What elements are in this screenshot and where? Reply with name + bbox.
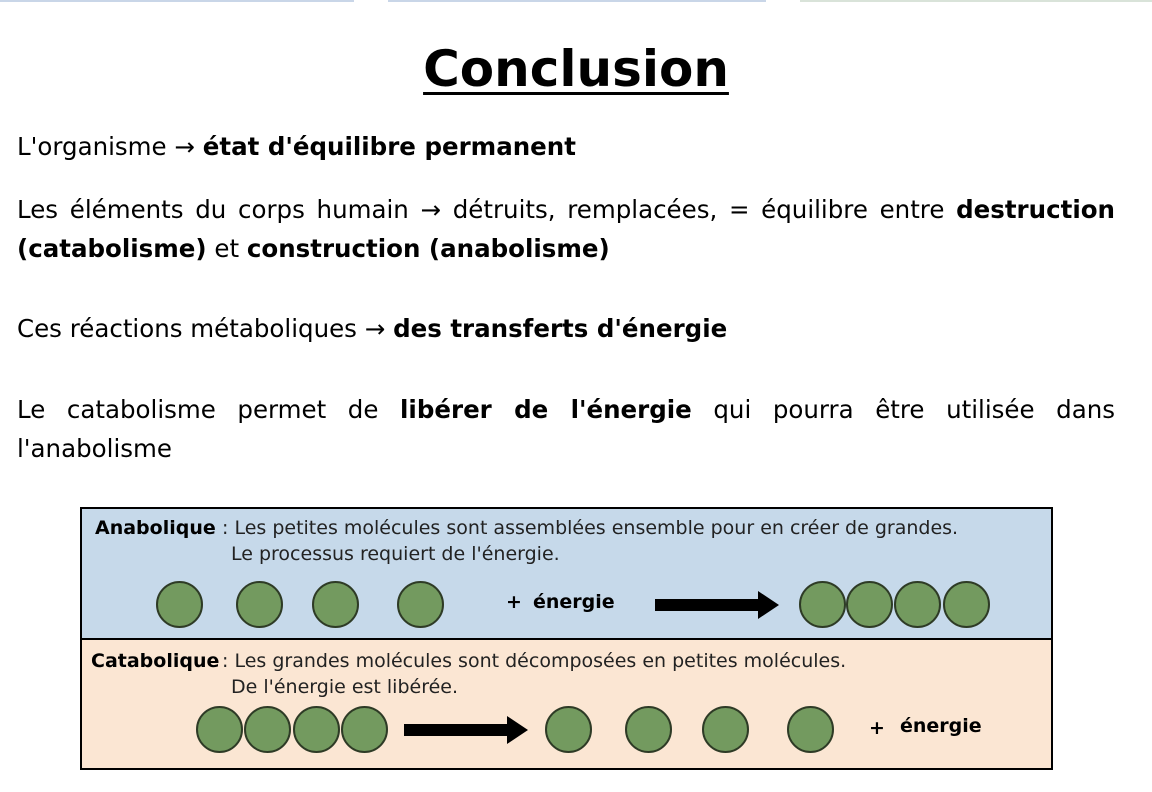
p4-bold: libérer de l'énergie: [400, 395, 692, 424]
p2-text2: détruits, remplacées, = équilibre entre: [452, 195, 945, 224]
paragraph-body-elements: Les éléments du corps humain → détruits,…: [17, 190, 1115, 268]
paragraph-catabolism: Le catabolisme permet de libérer de l'én…: [17, 390, 1115, 468]
catabolic-description-2: De l'énergie est libérée.: [231, 676, 459, 698]
large-molecule-unit: [244, 706, 291, 753]
catabolic-label: Catabolique: [91, 650, 220, 672]
anabolic-energy: énergie: [533, 591, 615, 613]
large-molecule-unit: [341, 706, 388, 753]
anabolic-description-2: Le processus requiert de l'énergie.: [231, 543, 560, 565]
small-molecule: [397, 581, 444, 628]
small-molecule: [545, 706, 592, 753]
anabolic-plus: +: [506, 591, 522, 613]
anabolic-panel: Anabolique : Les petites molécules sont …: [82, 509, 1051, 640]
large-molecule-unit: [293, 706, 340, 753]
top-decor-line-3: [800, 0, 1152, 2]
p2-bold-construction: construction (anabolisme): [246, 234, 610, 263]
catabolic-description-1: : Les grandes molécules sont décomposées…: [222, 650, 847, 672]
arrow-icon: →: [420, 195, 442, 224]
catabolic-plus: +: [869, 717, 885, 739]
p4-text: Le catabolisme permet de: [17, 395, 379, 424]
catabolic-panel: Catabolique : Les grandes molécules sont…: [82, 640, 1051, 768]
paragraph-organism: L'organisme → état d'équilibre permanent: [17, 127, 1115, 166]
anabolic-description-1: : Les petites molécules sont assemblées …: [222, 517, 959, 539]
p3-text: Ces réactions métaboliques: [17, 314, 357, 343]
small-molecule: [625, 706, 672, 753]
large-molecule-unit: [894, 581, 941, 628]
p2-bold-destruction: destruction (catabolisme): [17, 195, 1115, 263]
p2-text: Les éléments du corps humain: [17, 195, 409, 224]
top-decor-line-2: [388, 0, 766, 2]
p2-mid: et: [214, 234, 240, 263]
paragraph-metabolic-reactions: Ces réactions métaboliques → des transfe…: [17, 309, 1115, 348]
arrow-right-icon: [404, 716, 528, 744]
top-decor-line-1: [0, 0, 354, 2]
arrow-icon: →: [364, 314, 386, 343]
large-molecule-unit: [846, 581, 893, 628]
large-molecule-unit: [196, 706, 243, 753]
large-molecule-unit: [799, 581, 846, 628]
arrow-icon: →: [174, 132, 195, 161]
anabolic-label: Anabolique: [95, 517, 216, 539]
metabolism-diagram: Anabolique : Les petites molécules sont …: [80, 507, 1053, 770]
small-molecule: [236, 581, 283, 628]
p3-bold: des transferts d'énergie: [393, 314, 728, 343]
p1-text: L'organisme: [17, 132, 167, 161]
small-molecule: [787, 706, 834, 753]
arrow-right-icon: [655, 591, 779, 619]
p4-text2: qui pourra être utilisée dans l'anabolis…: [17, 395, 1115, 463]
small-molecule: [702, 706, 749, 753]
p1-bold: état d'équilibre permanent: [202, 132, 576, 161]
catabolic-energy: énergie: [900, 715, 982, 737]
page-title: Conclusion: [423, 40, 729, 98]
small-molecule: [312, 581, 359, 628]
large-molecule-unit: [943, 581, 990, 628]
small-molecule: [156, 581, 203, 628]
